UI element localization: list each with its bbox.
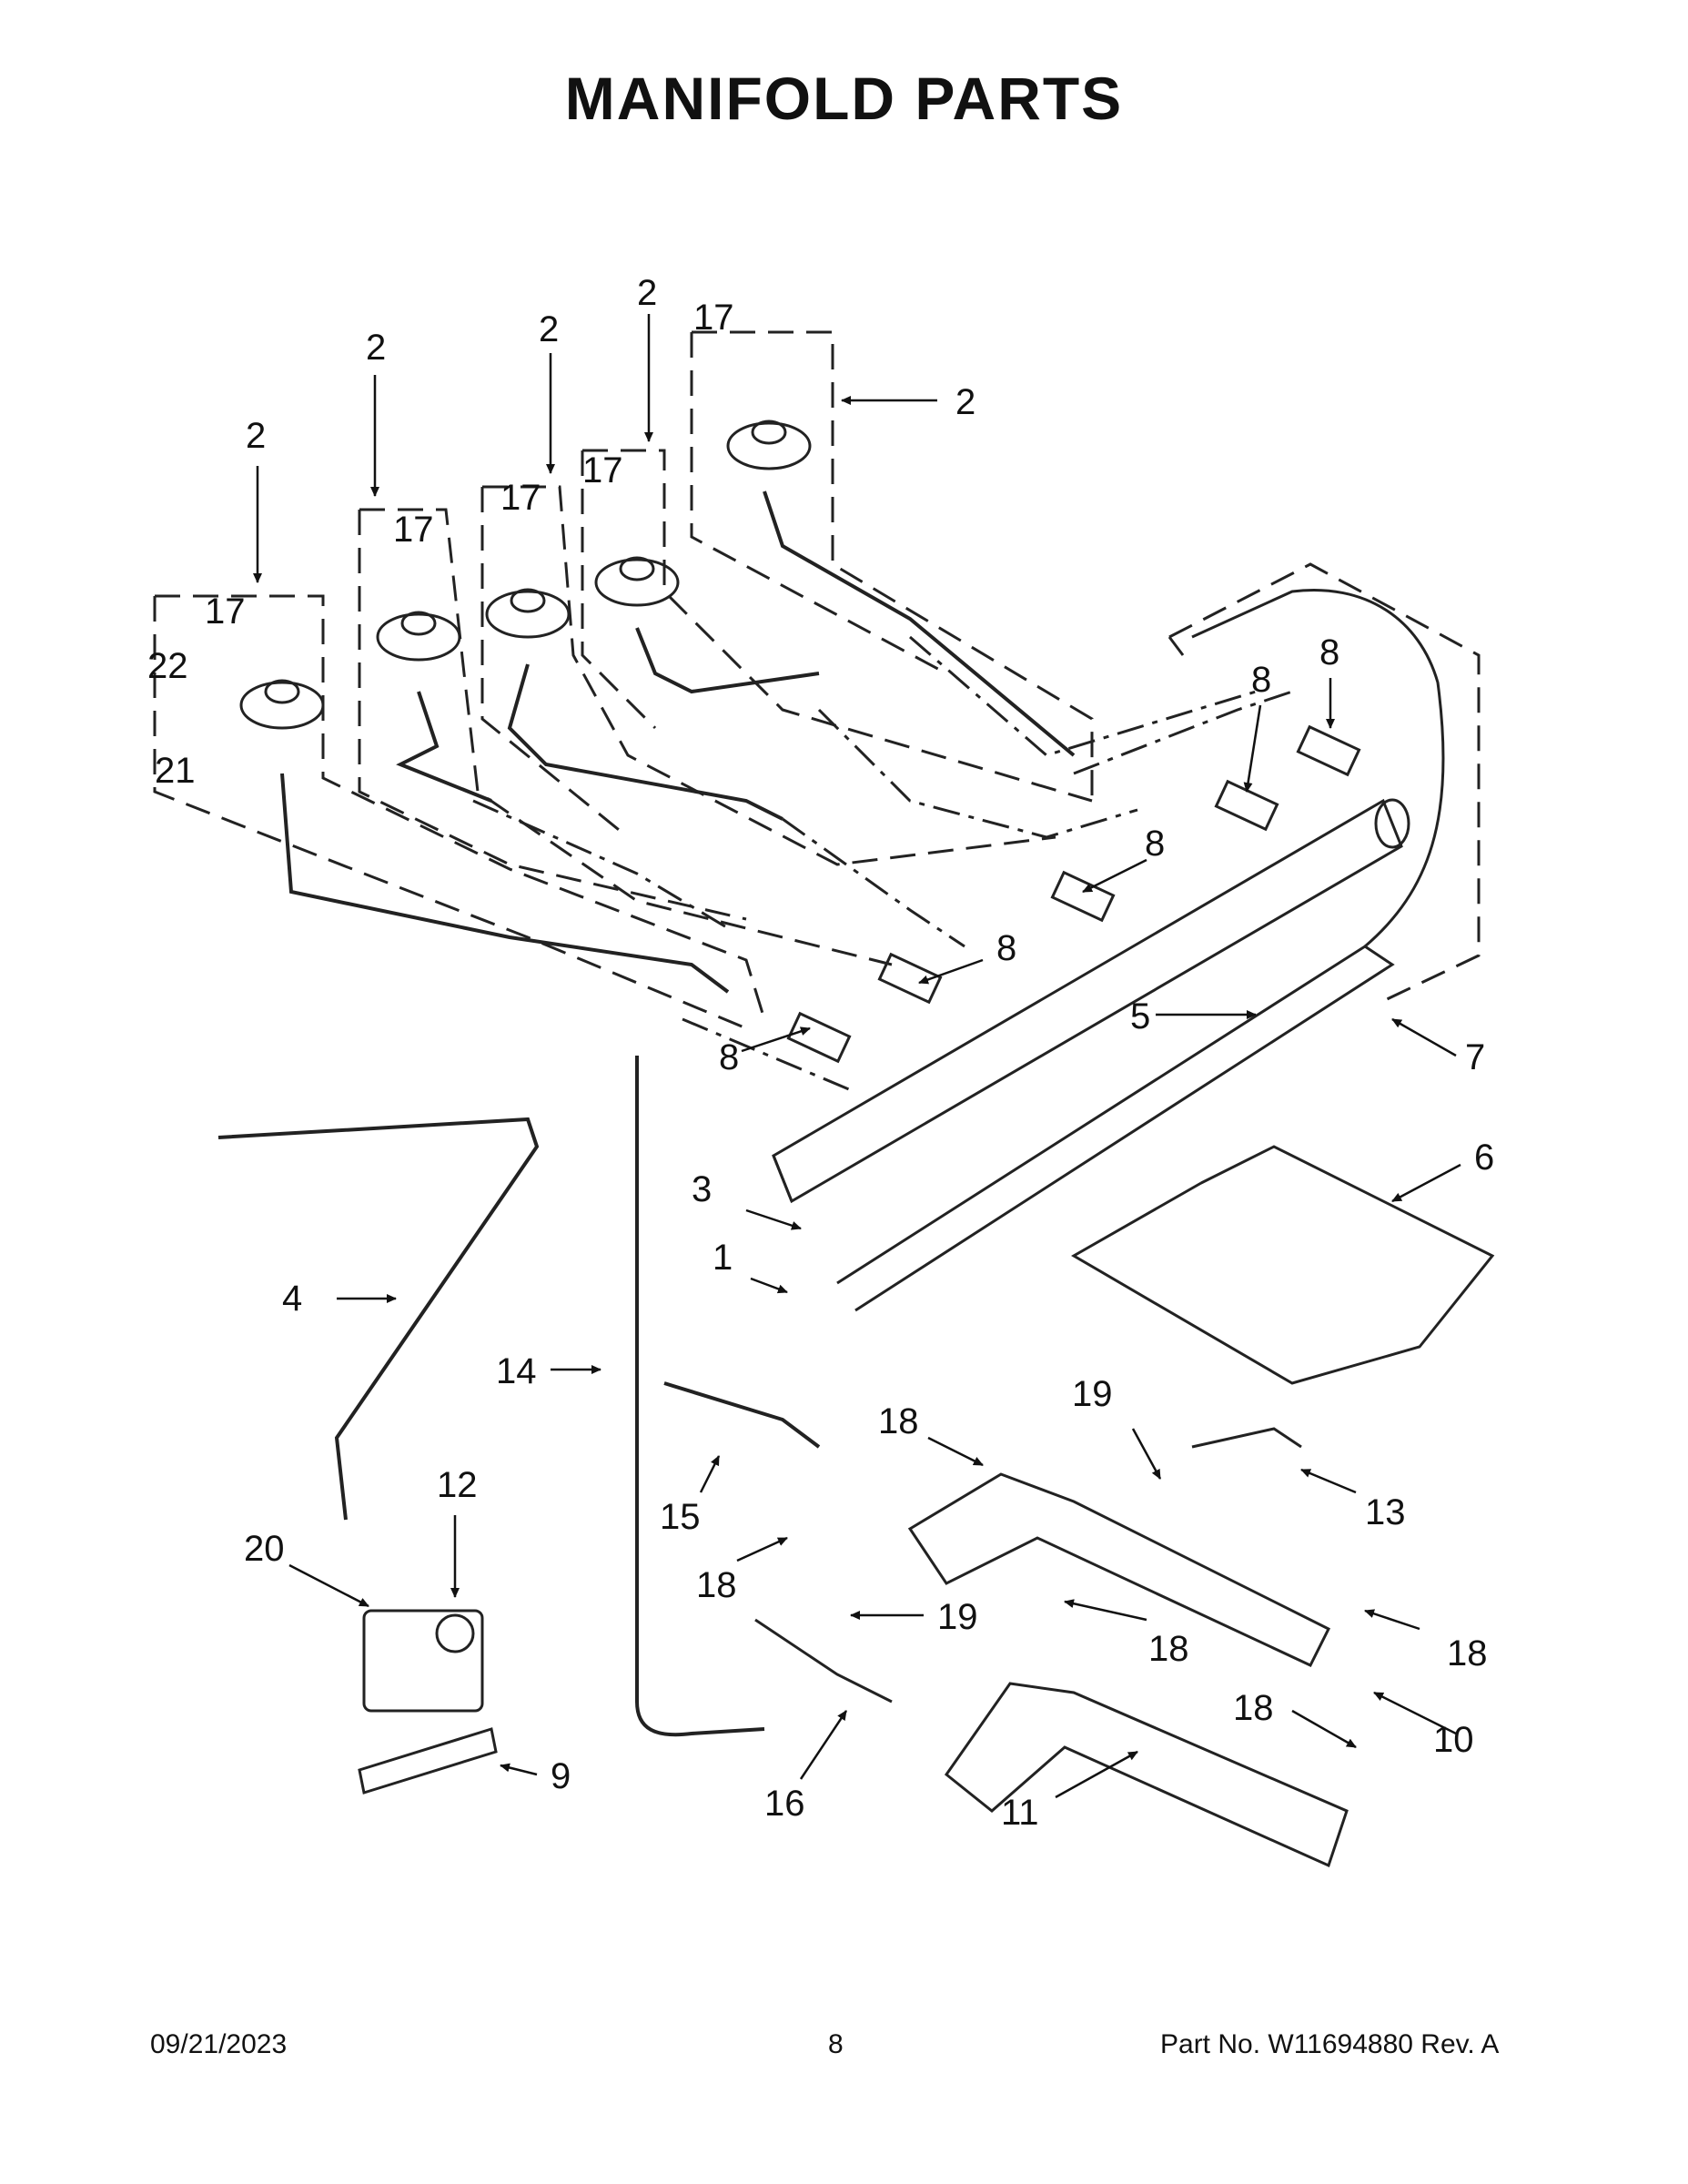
callout-21: 21: [155, 751, 196, 791]
igniter-harness: [836, 945, 1395, 1312]
callout-3: 3: [692, 1169, 712, 1209]
callout-19-b: 19: [937, 1597, 978, 1637]
manifold-supply-tube: [635, 1056, 765, 1737]
callout-12: 12: [437, 1465, 478, 1505]
callout-2-a: 2: [246, 416, 266, 456]
leader-arrows: [253, 314, 1461, 1799]
callout-17-c: 17: [500, 478, 541, 518]
footer-page-number: 8: [828, 2029, 844, 2059]
igniter-oven: [1191, 1427, 1302, 1449]
callout-17-e: 17: [693, 298, 734, 338]
callout-16: 16: [764, 1784, 805, 1824]
callout-15: 15: [660, 1497, 701, 1537]
igniter-broil: [754, 1618, 893, 1704]
callout-9: 9: [551, 1756, 571, 1796]
footer-date: 09/21/2023: [150, 2029, 288, 2059]
valve-tube: [217, 1117, 540, 1521]
burner-valves: [239, 420, 812, 730]
callout-6: 6: [1474, 1138, 1494, 1178]
callout-19-a: 19: [1072, 1374, 1113, 1414]
callout-4: 4: [282, 1279, 302, 1319]
callout-20: 20: [244, 1529, 285, 1569]
connection-lines: [472, 635, 1293, 1094]
callout-18-d: 18: [1447, 1633, 1488, 1673]
valve-group-outlines: [153, 330, 1481, 1030]
callout-10: 10: [1433, 1720, 1474, 1760]
callout-2-f: 2: [955, 382, 975, 422]
callout-8-d: 8: [996, 928, 1016, 968]
callout-8-e: 8: [719, 1037, 739, 1077]
callout-17-b: 17: [393, 510, 434, 550]
callout-18-e: 18: [1233, 1688, 1274, 1728]
callout-14: 14: [496, 1351, 537, 1391]
broil-burner: [944, 1682, 1349, 1868]
callout-17-d: 17: [582, 450, 623, 490]
page-title: MANIFOLD PARTS: [564, 65, 1124, 132]
supply-tubes: [280, 490, 1076, 994]
heat-shield: [1071, 1145, 1495, 1385]
callout-2-d: 2: [637, 273, 657, 313]
manifold-pipe: [772, 798, 1410, 1204]
callout-17-a: 17: [205, 592, 246, 632]
callout-18-c: 18: [1148, 1629, 1189, 1669]
callout-18-b: 18: [696, 1565, 737, 1605]
callout-18-a: 18: [878, 1401, 919, 1441]
oven-burner: [907, 1472, 1331, 1667]
callout-2-c: 2: [539, 309, 559, 349]
callout-5: 5: [1130, 996, 1150, 1036]
callout-2-b: 2: [366, 328, 386, 368]
callout-1: 1: [713, 1238, 733, 1278]
orifice-holders: [786, 724, 1361, 1064]
callout-22: 22: [147, 646, 188, 686]
footer-part-number: Part No. W11694880 Rev. A: [1160, 2029, 1500, 2059]
pressure-regulator: [358, 1609, 498, 1795]
callout-7: 7: [1465, 1037, 1485, 1077]
callout-11: 11: [1001, 1793, 1039, 1833]
callout-8-a: 8: [1251, 660, 1271, 700]
callout-8-b: 8: [1319, 632, 1339, 672]
callout-13: 13: [1365, 1492, 1406, 1532]
callout-8-c: 8: [1145, 824, 1165, 864]
bypass-tube: [663, 1381, 821, 1449]
